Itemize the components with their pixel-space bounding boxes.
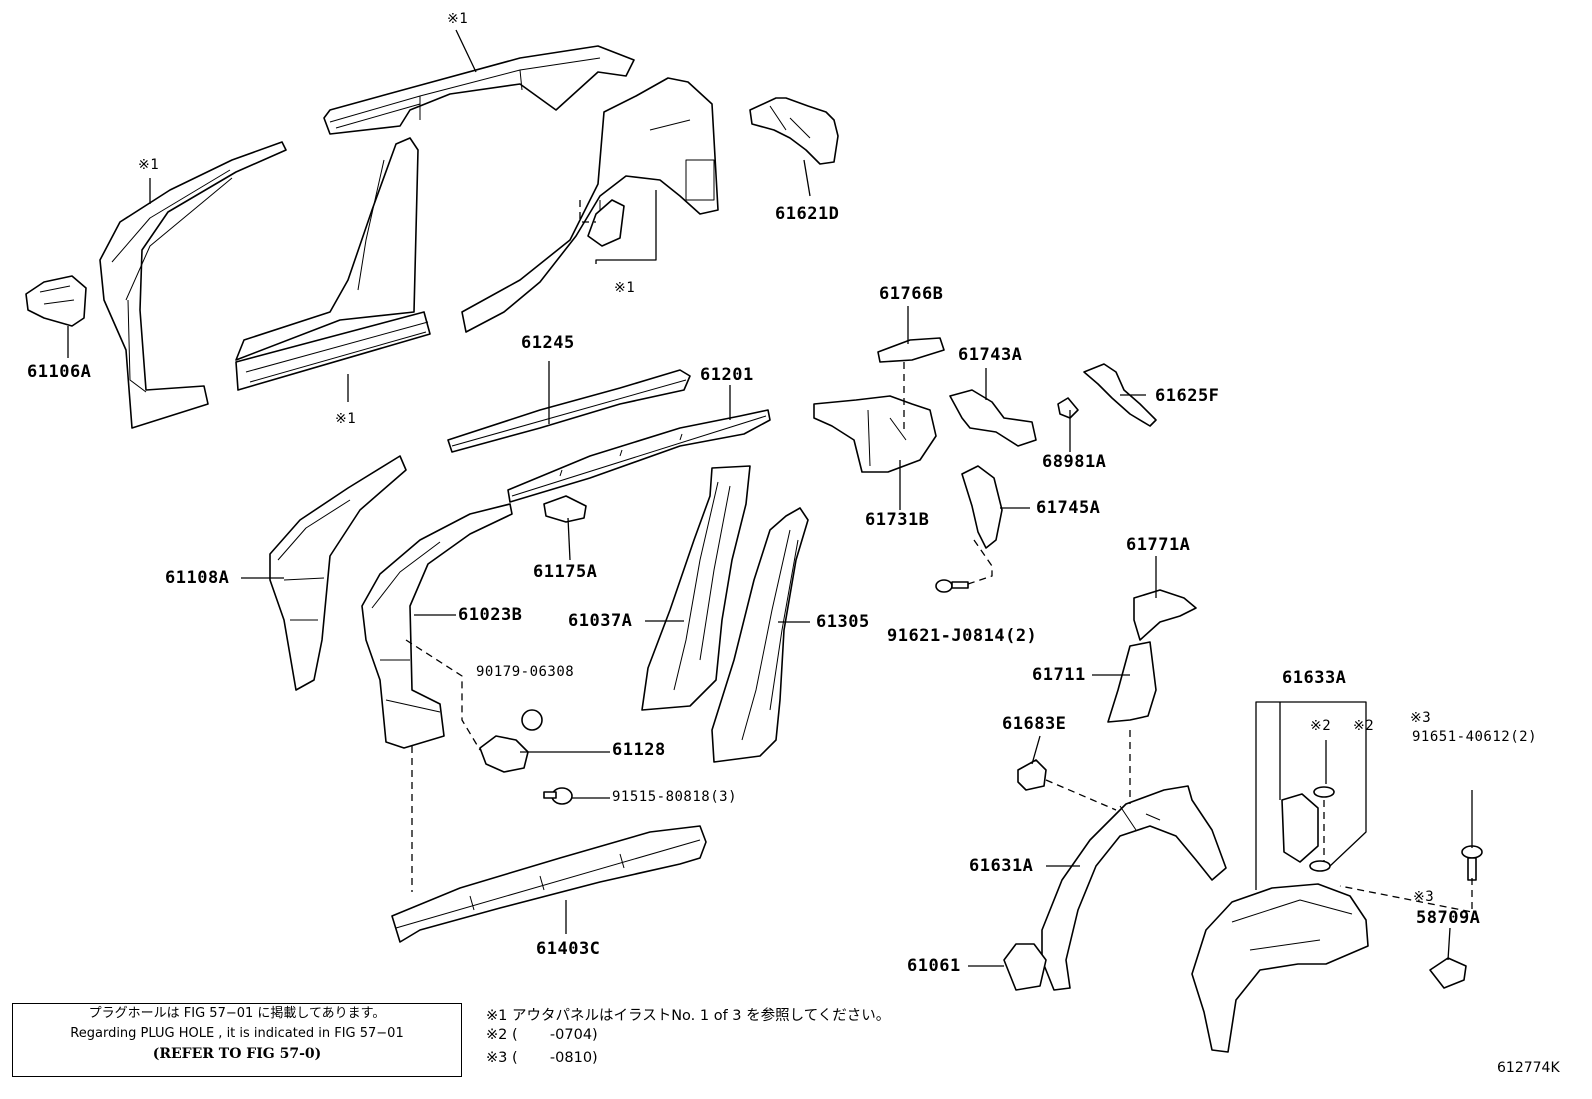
part-label-61631A[interactable]: 61631A <box>969 856 1034 876</box>
mark-3-bolt: ※3 <box>1410 710 1432 726</box>
part-label-61683E[interactable]: 61683E <box>1002 714 1067 734</box>
note-refer-link[interactable]: (REFER TO FIG 57-0) <box>152 1046 322 1062</box>
center-pillar-outer[interactable] <box>235 137 431 391</box>
front-pillar-outer[interactable] <box>99 141 287 429</box>
part-61745A-drawing[interactable] <box>961 465 1003 549</box>
part-label-61625F[interactable]: 61625F <box>1155 386 1220 406</box>
part-label-61731B[interactable]: 61731B <box>865 510 930 530</box>
part-61175A-drawing[interactable] <box>543 495 587 523</box>
part-label-61633A[interactable]: 61633A <box>1282 668 1347 688</box>
note-line-japanese: プラグホールは FIG 57−01 に掲載してあります。 <box>88 1006 386 1021</box>
plug-hole-note-box: プラグホールは FIG 57−01 に掲載してあります。 Regarding P… <box>12 1003 462 1077</box>
part-61766B-drawing[interactable] <box>877 337 945 363</box>
part-61305-drawing[interactable] <box>711 507 809 763</box>
part-61683E-drawing[interactable] <box>1017 759 1047 791</box>
part-61037A-drawing[interactable] <box>641 465 751 711</box>
part-label-61771A[interactable]: 61771A <box>1126 535 1191 555</box>
mark-1-top: ※1 <box>447 11 469 27</box>
mark-3-part: ※3 <box>1413 889 1435 905</box>
part-label-61403C[interactable]: 61403C <box>536 939 601 959</box>
part-61201-drawing[interactable] <box>507 409 771 503</box>
part-label-90179-06308[interactable]: 90179-06308 <box>476 664 575 680</box>
part-label-61621D[interactable]: 61621D <box>775 204 840 224</box>
footnote-legend: ※1 アウタパネルはイラストNo. 1 of 3 を参照してください。 ※2 (… <box>486 1004 890 1073</box>
quarter-panel-outer[interactable] <box>461 77 719 333</box>
note-line-english: Regarding PLUG HOLE , it is indicated in… <box>70 1026 404 1041</box>
grommet-drawing[interactable] <box>1309 860 1331 872</box>
part-label-61106A[interactable]: 61106A <box>27 362 92 382</box>
part-label-61245[interactable]: 61245 <box>521 333 575 353</box>
part-label-61037A[interactable]: 61037A <box>568 611 633 631</box>
part-label-68981A[interactable]: 68981A <box>1042 452 1107 472</box>
legend-note-1: ※1 アウタパネルはイラストNo. 1 of 3 を参照してください。 <box>486 1008 891 1024</box>
part-label-61108A[interactable]: 61108A <box>165 568 230 588</box>
legend-note-2: ※2 ( -0704) <box>486 1027 598 1043</box>
part-61403C-drawing[interactable] <box>391 825 707 943</box>
part-label-91651-40612[interactable]: 91651-40612(2) <box>1412 729 1538 745</box>
mark-2-left: ※2 <box>1310 718 1332 734</box>
part-61128-drawing[interactable] <box>479 735 529 773</box>
leader-lines <box>67 29 1473 967</box>
part-61711-drawing[interactable] <box>1107 641 1157 723</box>
part-label-91515-80818[interactable]: 91515-80818(3) <box>612 789 738 805</box>
legend-note-3: ※3 ( -0810) <box>486 1050 598 1066</box>
mark-1-pillar: ※1 <box>138 157 160 173</box>
bolt-91651-drawing[interactable] <box>1461 845 1483 881</box>
grommet-drawing[interactable] <box>1313 786 1335 798</box>
part-61771A-drawing[interactable] <box>1133 589 1197 641</box>
part-58709A-drawing[interactable] <box>1429 957 1467 989</box>
part-label-58709A[interactable]: 58709A <box>1416 908 1481 928</box>
part-label-61023B[interactable]: 61023B <box>458 605 523 625</box>
part-61621D-drawing[interactable] <box>749 97 839 165</box>
mark-2-right: ※2 <box>1353 718 1375 734</box>
part-label-61128[interactable]: 61128 <box>612 740 666 760</box>
part-68981A-drawing[interactable] <box>1057 397 1079 419</box>
part-61108A-drawing[interactable] <box>269 455 407 691</box>
part-61245-drawing[interactable] <box>447 369 691 453</box>
bolt-91621-drawing[interactable] <box>935 579 969 593</box>
part-label-61061[interactable]: 61061 <box>907 956 961 976</box>
part-label-61711[interactable]: 61711 <box>1032 665 1086 685</box>
mark-1-quarter: ※1 <box>614 280 636 296</box>
part-label-61743A[interactable]: 61743A <box>958 345 1023 365</box>
mark-1-rail: ※1 <box>335 411 357 427</box>
part-label-61175A[interactable]: 61175A <box>533 562 598 582</box>
part-label-61745A[interactable]: 61745A <box>1036 498 1101 518</box>
roof-side-rail-outer[interactable] <box>323 45 635 135</box>
part-61633A-drawing[interactable] <box>1191 793 1369 1053</box>
part-label-61201[interactable]: 61201 <box>700 365 754 385</box>
part-label-61766B[interactable]: 61766B <box>879 284 944 304</box>
part-61106A-drawing[interactable] <box>25 275 87 327</box>
part-61061-drawing[interactable] <box>1003 943 1047 991</box>
part-61743A-drawing[interactable] <box>949 389 1037 447</box>
assembly-dashed-lines <box>405 362 1473 913</box>
part-label-61305[interactable]: 61305 <box>816 612 870 632</box>
nut-90179-drawing[interactable] <box>521 709 543 731</box>
part-label-91621-J0814[interactable]: 91621-J0814(2) <box>887 626 1038 646</box>
part-61731B-drawing[interactable] <box>813 395 937 473</box>
part-61631A-drawing[interactable] <box>1041 785 1227 991</box>
figure-number: 612774K <box>1497 1060 1560 1076</box>
bolt-91515-drawing[interactable] <box>543 787 573 805</box>
part-61023B-drawing[interactable] <box>361 503 513 749</box>
